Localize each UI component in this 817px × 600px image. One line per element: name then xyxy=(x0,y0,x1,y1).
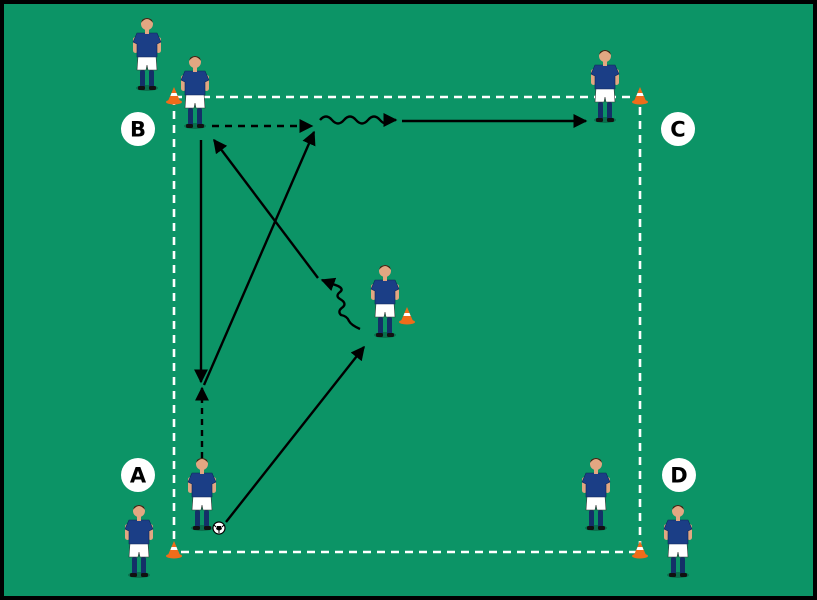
corner-label-d: D xyxy=(662,458,696,492)
corner-label-text: C xyxy=(670,118,685,142)
corner-label-text: D xyxy=(670,464,687,488)
corner-label-a: A xyxy=(121,458,155,492)
pass-arrow xyxy=(202,130,316,386)
pass-arrow xyxy=(225,345,365,523)
corner-label-text: A xyxy=(130,464,147,488)
pass-arrow xyxy=(213,138,319,279)
dribble-arrow xyxy=(320,277,361,331)
corner-label-c: C xyxy=(661,112,695,146)
ball-icon xyxy=(212,521,226,535)
dribble-arrow xyxy=(319,113,398,127)
corner-label-b: B xyxy=(121,112,155,146)
drill-boundary xyxy=(172,95,642,554)
field-surface xyxy=(4,4,813,596)
corner-label-text: B xyxy=(130,118,146,142)
